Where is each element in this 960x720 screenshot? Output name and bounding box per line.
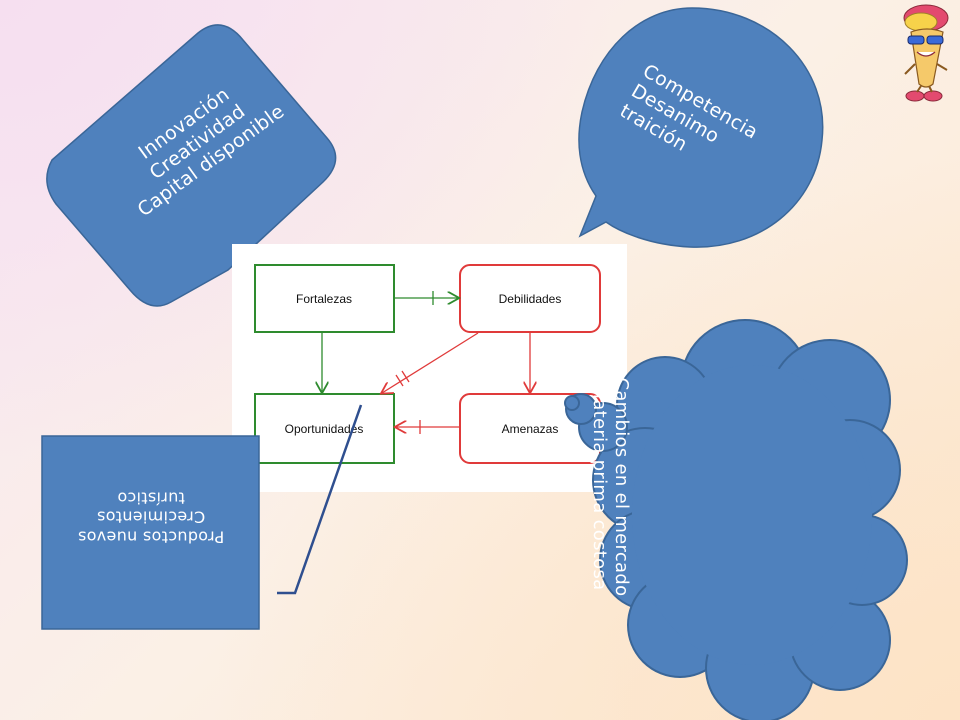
- threats-cloud-text: Cambios en el mercado Materia prima cost…: [588, 342, 632, 632]
- opportunities-note-text: Productos nuevos Crecimientos turístico: [44, 488, 258, 547]
- weaknesses-callout: [578, 7, 824, 248]
- cartoon-ice-cream-mascot-icon: [903, 4, 949, 102]
- note-pointer-line: [277, 404, 363, 595]
- box-fortalezas: [254, 264, 395, 333]
- arrow-fortalezas-to-debilidades: [394, 291, 458, 305]
- threats-line-1: Cambios en el mercado: [610, 377, 632, 597]
- threats-cloud: [564, 319, 908, 720]
- opportunities-line-1: Productos nuevos: [77, 527, 225, 547]
- threats-line-2: Materia prima costosa: [589, 383, 610, 591]
- opportunities-note: [41, 435, 260, 630]
- label-debilidades: Debilidades: [499, 292, 562, 306]
- strengths-callout: [46, 24, 337, 307]
- label-amenazas: Amenazas: [502, 422, 559, 436]
- arrow-debilidades-to-oportunidades: [382, 332, 479, 393]
- opportunities-line-2: Crecimientos: [96, 508, 206, 528]
- label-oportunidades: Oportunidades: [285, 422, 364, 436]
- arrow-amenazas-to-oportunidades: [396, 420, 460, 434]
- label-fortalezas: Fortalezas: [296, 292, 352, 306]
- opportunities-line-3: turístico: [117, 488, 185, 508]
- box-oportunidades: [254, 393, 395, 464]
